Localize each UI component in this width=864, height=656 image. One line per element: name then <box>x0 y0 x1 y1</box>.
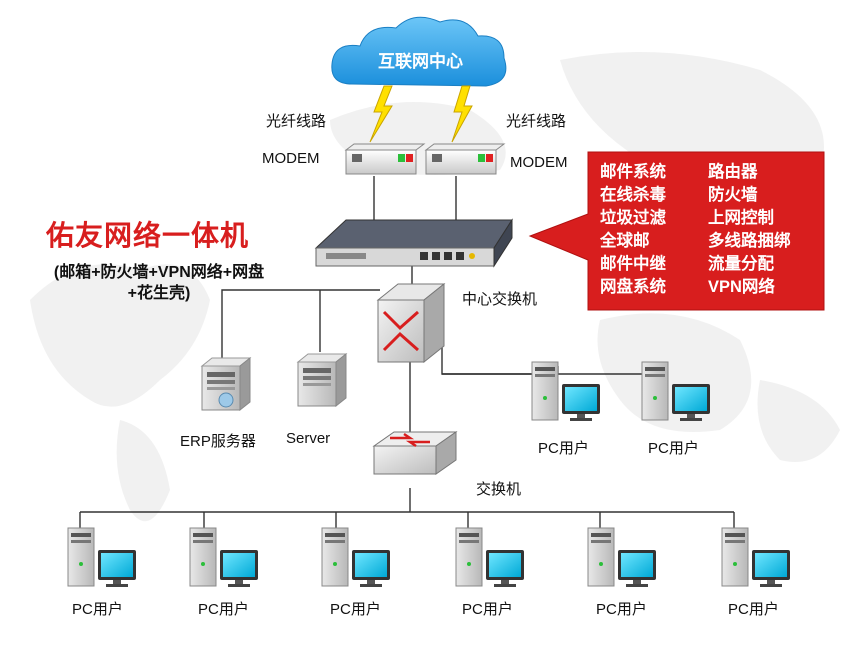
erp-server-label: ERP服务器 <box>180 433 256 450</box>
pc-label: PC用户 <box>538 440 589 457</box>
internet-cloud <box>331 16 507 87</box>
appliance-device <box>314 218 513 268</box>
feature-item: 流量分配 <box>708 255 774 273</box>
feature-item: 网盘系统 <box>600 278 666 296</box>
pc-label: PC用户 <box>198 601 249 618</box>
feature-item: VPN网络 <box>708 278 775 296</box>
pc-label: PC用户 <box>728 601 779 618</box>
lightning-icon <box>369 85 473 143</box>
feature-item: 多线路捆绑 <box>708 232 791 250</box>
pc-label: PC用户 <box>72 601 123 618</box>
switch-icon <box>372 431 458 475</box>
modem-left <box>344 143 426 175</box>
pc-label: PC用户 <box>648 440 699 457</box>
server-label: Server <box>286 430 331 447</box>
fiber-label-left: 光纤线路 <box>266 113 327 130</box>
pc-label: PC用户 <box>596 601 647 618</box>
modem-label-left: MODEM <box>262 150 320 167</box>
pc-icon <box>321 527 391 588</box>
fiber-label-right: 光纤线路 <box>506 113 567 130</box>
pc-icon <box>587 527 657 588</box>
pc-label: PC用户 <box>330 601 381 618</box>
feature-item: 垃圾过滤 <box>600 209 666 227</box>
pc-icon <box>455 527 525 588</box>
product-subtitle-line2: +花生壳) <box>127 285 191 302</box>
feature-item: 邮件中继 <box>600 255 666 273</box>
product-title: 佑友网络一体机 <box>46 220 250 251</box>
modem-right <box>424 143 506 175</box>
pc-icon <box>721 527 791 588</box>
pc-icon <box>531 361 601 422</box>
connection-lines <box>79 176 735 528</box>
feature-item: 邮件系统 <box>600 163 666 181</box>
feature-item: 全球邮 <box>600 232 650 250</box>
pc-label: PC用户 <box>462 601 513 618</box>
feature-item: 上网控制 <box>708 209 774 227</box>
pc-icon <box>67 527 137 588</box>
core-switch-icon <box>376 282 446 364</box>
feature-item: 路由器 <box>708 163 758 181</box>
switch-label: 交换机 <box>476 481 522 498</box>
product-subtitle: (邮箱+防火墙+VPN网络+网盘 +花生壳) <box>28 262 290 304</box>
product-subtitle-line1: (邮箱+防火墙+VPN网络+网盘 <box>53 264 265 281</box>
server-icon <box>297 353 347 407</box>
core-switch-label: 中心交换机 <box>462 291 538 308</box>
pc-icon <box>189 527 259 588</box>
modem-label-right: MODEM <box>510 154 568 171</box>
feature-item: 防火墙 <box>708 186 758 204</box>
feature-list: 邮件系统 路由器 在线杀毒 防火墙 垃圾过滤 上网控制 全球邮 多线路捆绑 邮件… <box>600 162 828 297</box>
database-icon <box>218 392 234 408</box>
cloud-label: 互联网中心 <box>378 52 463 71</box>
feature-item: 在线杀毒 <box>600 186 666 204</box>
feature-callout <box>528 151 825 311</box>
